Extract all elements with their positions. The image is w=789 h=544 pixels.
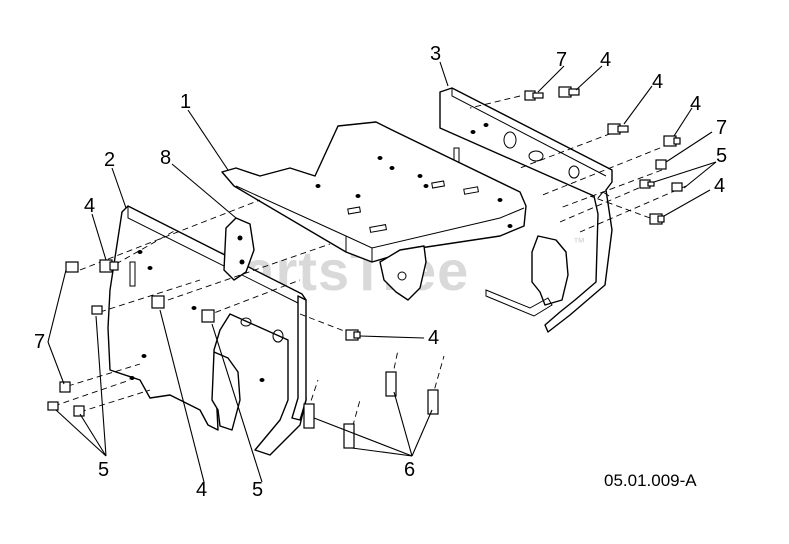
callout-2: 2	[104, 149, 115, 171]
bolt-icon	[91, 305, 103, 315]
stud-icon	[385, 371, 397, 397]
bolt-icon	[73, 405, 85, 417]
bolt-icon	[345, 329, 361, 341]
callout-4: 4	[428, 327, 439, 349]
callout-7: 7	[556, 49, 567, 71]
bolt-icon	[59, 381, 71, 393]
bolt-icon	[99, 259, 119, 273]
callout-4: 4	[714, 175, 725, 197]
leader-lines	[47, 61, 717, 483]
center-cross-member	[221, 121, 527, 301]
callout-1: 1	[180, 91, 191, 113]
fasteners	[47, 86, 683, 449]
callout-4: 5	[252, 479, 263, 501]
stud-icon	[303, 403, 315, 429]
stud-icon	[427, 389, 439, 415]
callout-4: 4	[600, 49, 611, 71]
gusset-plate	[223, 217, 255, 281]
bolt-icon	[524, 90, 544, 101]
nut-icon	[201, 309, 215, 323]
callout-3: 3	[430, 43, 441, 65]
bolt-icon	[47, 401, 59, 411]
bolt-icon	[671, 182, 683, 192]
callout-4: 4	[196, 479, 207, 501]
bolt-icon	[639, 179, 655, 189]
left-frame-rail	[107, 205, 307, 456]
callout-5: 5	[98, 459, 109, 481]
nut-icon	[151, 295, 165, 309]
callout-4: 4	[652, 71, 663, 93]
diagram-reference-number: 05.01.009-A	[604, 471, 697, 490]
stud-icon	[343, 423, 355, 449]
callout-8: 8	[160, 147, 171, 169]
bolt-icon	[663, 135, 681, 147]
bolt-icon	[649, 213, 665, 225]
nut-icon	[655, 159, 667, 170]
watermark-trademark: ™	[573, 235, 585, 249]
callout-7: 7	[716, 117, 727, 139]
bolt-icon	[65, 261, 79, 273]
callout-6: 6	[404, 459, 415, 481]
bolt-icon	[558, 86, 580, 98]
callout-7: 7	[34, 331, 45, 353]
callout-4: 4	[84, 195, 95, 217]
callout-5: 5	[716, 145, 727, 167]
callout-4: 4	[690, 93, 701, 115]
bolt-icon	[607, 123, 629, 135]
callouts: 1 2 3 4 4 4 4 4 4 4 5 5 5 6 7 7 7 8	[34, 43, 727, 501]
